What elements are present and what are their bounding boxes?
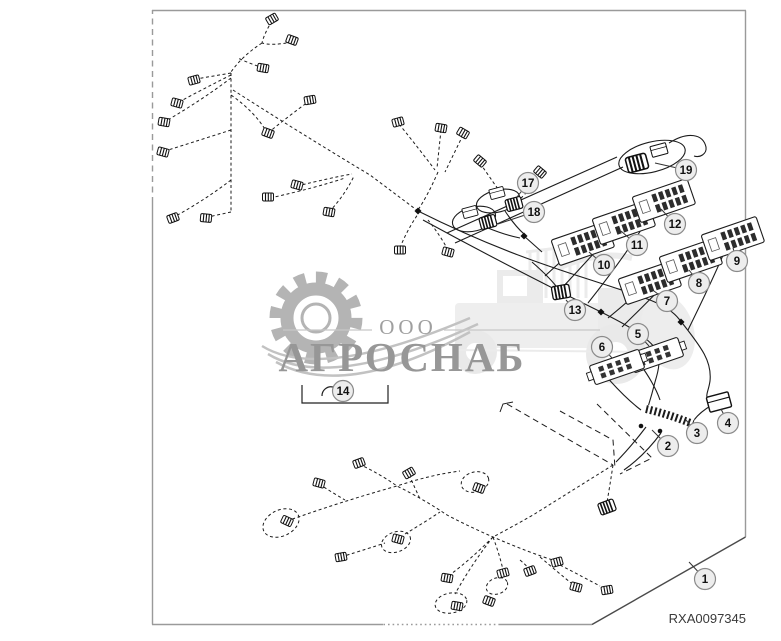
callout-number: 14 [337,386,350,398]
watermark-gear-icon [261,271,479,377]
callout-circle [625,233,649,257]
bolt-dots [638,423,663,434]
callout-4[interactable]: 4 [716,408,740,435]
callout-number: 1 [702,574,709,586]
callout-circle [687,271,711,295]
callout-number: 6 [599,342,605,354]
callout-8[interactable]: 8 [687,269,711,295]
callout-5[interactable]: 5 [626,322,650,347]
callout-circle [716,411,740,435]
sheet-frame [151,9,747,626]
sheet-corner-cut-line [591,536,746,626]
callout-circle [626,322,650,346]
harness-bottom-connectors [279,456,618,612]
callout-13[interactable]: 13 [563,298,587,322]
watermark-swoosh [261,316,479,377]
callout-circle [674,158,698,182]
image-code: RXA0097345 [669,611,746,626]
callout-17[interactable]: 17 [516,171,540,198]
callout-2[interactable]: 2 [651,429,680,458]
callout-number: 7 [664,296,670,308]
callout-7[interactable]: 7 [653,289,679,313]
callout-3[interactable]: 3 [685,419,709,445]
watermark-company-prefix: ООО [379,315,437,339]
callout-number: 2 [665,441,671,453]
callout-number: 17 [522,178,535,190]
callout-circle [563,298,587,322]
callout-number: 13 [569,305,582,317]
callout-11[interactable]: 11 [620,230,649,257]
callout-circle [663,212,687,236]
callout-circle [331,379,355,403]
callout-circle [592,253,616,277]
watermark-company-name: АГРОСНАБ [278,334,525,380]
callout-circle [655,289,679,313]
callout-number: 18 [528,207,541,219]
callout-6[interactable]: 6 [590,335,614,359]
callout-1[interactable]: 1 [688,561,717,591]
item14-bracket [301,385,389,404]
callout-number: 12 [669,219,682,231]
callout-12[interactable]: 12 [660,208,687,236]
callout-circle [725,249,749,273]
terminal-blocks [550,177,766,306]
callout-circle [693,567,717,591]
callout-number: 10 [598,260,611,272]
console-dashed-outline [499,401,653,475]
callout-number: 4 [725,418,732,430]
callout-number: 8 [696,278,703,290]
harness-bottom [262,463,614,614]
callout-number: 5 [635,329,642,341]
callout-10[interactable]: 10 [588,251,616,277]
callout-circle [656,434,680,458]
harness-upper-left [164,20,541,251]
callout-number: 19 [680,165,693,177]
callout-14[interactable]: 14 [331,379,355,403]
callout-18[interactable]: 18 [497,200,546,225]
callout-circle [522,200,546,224]
callout-circle [590,335,614,359]
callout-number: 3 [694,428,700,440]
callout-9[interactable]: 9 [725,247,749,273]
callout-circle [685,421,709,445]
callout-number: 9 [734,256,740,268]
junction-dots [414,207,685,326]
callout-number: 11 [631,240,644,252]
corrugated-loom [644,404,695,429]
callout-19[interactable]: 19 [654,158,698,182]
callout-circle [516,171,540,195]
